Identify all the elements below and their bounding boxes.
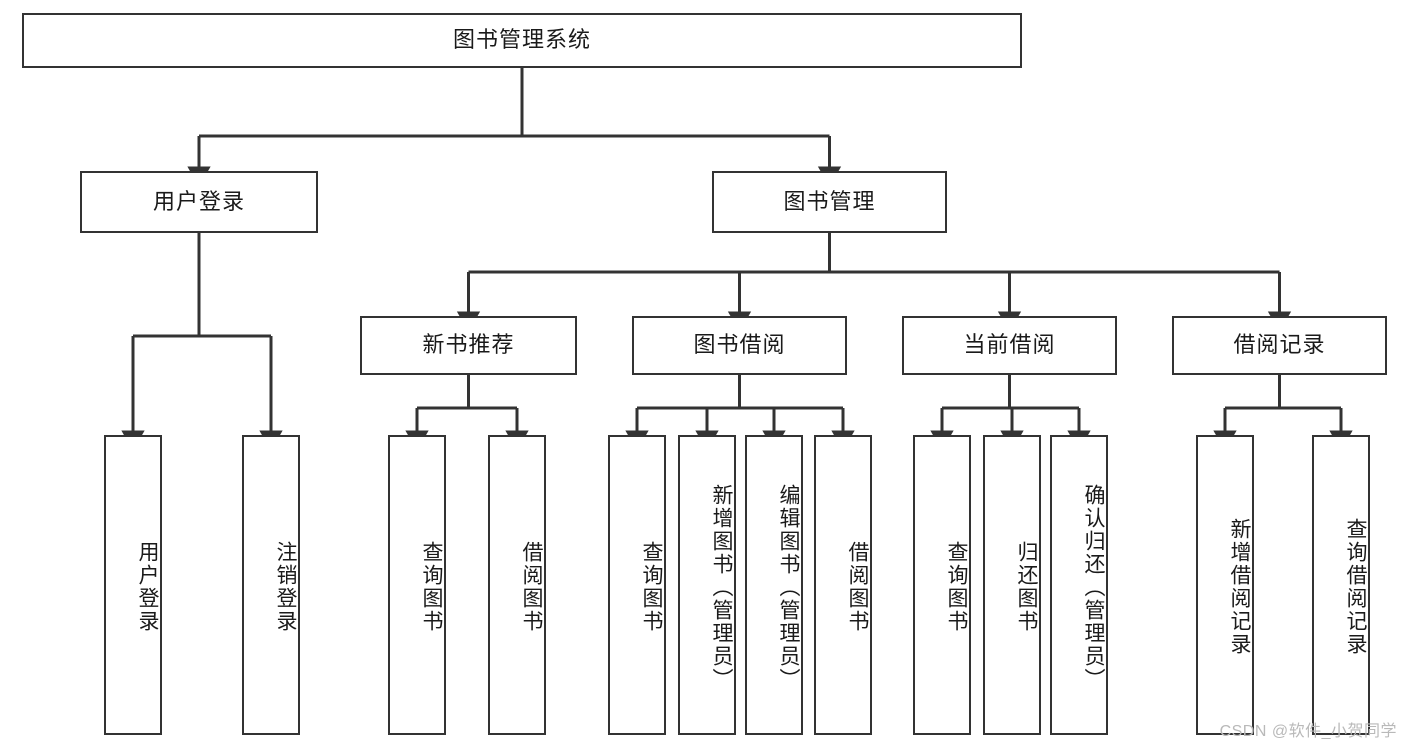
node-label: 图书管理 <box>783 188 876 214</box>
node-leaf-logout[interactable]: 注销登录 <box>242 435 300 735</box>
node-label: 归还图书 <box>1015 541 1038 633</box>
watermark-text: CSDN @软件_小贺同学 <box>1219 723 1397 740</box>
node-book-borrow[interactable]: 图书借阅 <box>632 316 847 375</box>
node-label: 借阅记录 <box>1233 332 1326 358</box>
node-label: 新增图书（管理员） <box>710 483 733 691</box>
node-label: 新书推荐 <box>422 332 515 358</box>
node-root[interactable]: 图书管理系统 <box>22 13 1022 68</box>
node-label: 查询借阅记录 <box>1344 518 1367 656</box>
node-label: 图书管理系统 <box>452 27 591 53</box>
node-label: 确认归还（管理员） <box>1082 483 1105 691</box>
node-label: 图书借阅 <box>693 332 786 358</box>
node-leaf-borrow-2[interactable]: 借阅图书 <box>814 435 872 735</box>
node-book-manage[interactable]: 图书管理 <box>712 171 947 233</box>
node-leaf-add-book[interactable]: 新增图书（管理员） <box>678 435 736 735</box>
node-leaf-query-1[interactable]: 查询图书 <box>388 435 446 735</box>
node-label: 注销登录 <box>274 541 297 633</box>
node-label: 查询图书 <box>420 541 443 633</box>
node-user-login[interactable]: 用户登录 <box>80 171 318 233</box>
node-borrow-record[interactable]: 借阅记录 <box>1172 316 1387 375</box>
node-leaf-user-login[interactable]: 用户登录 <box>104 435 162 735</box>
node-leaf-borrow-1[interactable]: 借阅图书 <box>488 435 546 735</box>
node-leaf-return[interactable]: 归还图书 <box>983 435 1041 735</box>
node-current-borrow[interactable]: 当前借阅 <box>902 316 1117 375</box>
node-label: 当前借阅 <box>963 332 1056 358</box>
node-label: 新增借阅记录 <box>1228 518 1251 656</box>
node-label: 用户登录 <box>136 541 159 633</box>
node-leaf-query-rec[interactable]: 查询借阅记录 <box>1312 435 1370 735</box>
node-label: 查询图书 <box>945 541 968 633</box>
node-label: 借阅图书 <box>520 541 543 633</box>
node-new-book-rec[interactable]: 新书推荐 <box>360 316 577 375</box>
node-leaf-confirm[interactable]: 确认归还（管理员） <box>1050 435 1108 735</box>
node-leaf-query-3[interactable]: 查询图书 <box>913 435 971 735</box>
node-label: 借阅图书 <box>846 541 869 633</box>
node-label: 编辑图书（管理员） <box>777 483 800 691</box>
node-label: 用户登录 <box>152 188 245 214</box>
node-leaf-query-2[interactable]: 查询图书 <box>608 435 666 735</box>
node-label: 查询图书 <box>640 541 663 633</box>
edges-group <box>121 68 1353 451</box>
node-leaf-edit-book[interactable]: 编辑图书（管理员） <box>745 435 803 735</box>
node-leaf-add-rec[interactable]: 新增借阅记录 <box>1196 435 1254 735</box>
